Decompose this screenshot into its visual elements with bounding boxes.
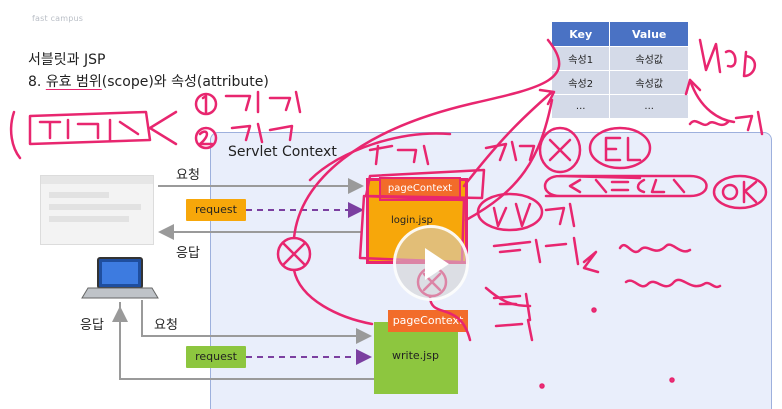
play-icon xyxy=(425,248,449,280)
ink-chevron xyxy=(582,250,600,274)
kv-cell: ... xyxy=(550,94,611,119)
jsp-file-name: write.jsp xyxy=(392,349,439,362)
ink-scribble xyxy=(484,140,536,162)
servlet-context-label: Servlet Context xyxy=(228,144,337,160)
ink-circle-jv xyxy=(476,192,544,232)
kv-cell: 속성2 xyxy=(550,70,611,95)
ink-scribble xyxy=(224,90,302,114)
ink-box-pagecontext xyxy=(364,168,486,200)
key-value-table: Key Value 속성1 속성값 속성2 속성값 ... ... xyxy=(550,21,689,119)
ink-curve xyxy=(292,38,561,240)
ink-curve xyxy=(464,98,554,222)
slide-title: 서블릿과 JSP xyxy=(28,52,106,68)
bottom-request-label: 요청 xyxy=(154,318,178,333)
ink-jv xyxy=(492,202,532,228)
ink-dot xyxy=(669,377,675,383)
page-context-tag: pageContext xyxy=(388,310,468,332)
ink-cross xyxy=(282,242,306,266)
laptop-icon xyxy=(81,257,159,299)
kv-cell: 속성값 xyxy=(609,70,689,95)
ink-box-scribble xyxy=(28,110,152,146)
brand-logo: fast campus xyxy=(32,14,84,23)
jsp-file-name: login.jsp xyxy=(391,215,433,226)
ink-scribble xyxy=(544,202,576,228)
ink-digit-2 xyxy=(198,130,214,146)
ink-digit-1 xyxy=(201,94,208,114)
ink-curve xyxy=(428,294,472,342)
servlet-context-box xyxy=(210,132,772,409)
ink-expression-box xyxy=(543,174,708,198)
top-response-label: 응답 xyxy=(176,246,200,261)
subtitle-underlined: 유효 범위 xyxy=(45,74,102,90)
video-play-button[interactable] xyxy=(393,225,469,301)
ink-curve xyxy=(688,78,736,124)
ink-circle-1 xyxy=(194,92,218,116)
ink-word-request xyxy=(618,243,692,254)
bottom-response-label: 응답 xyxy=(80,318,104,333)
ink-circle-el xyxy=(588,126,652,170)
ink-scribble xyxy=(368,144,430,166)
ink-circle-x xyxy=(538,126,582,174)
ink-circle-ok xyxy=(712,174,768,210)
ink-expression xyxy=(568,178,686,194)
bottom-request-tag: request xyxy=(186,346,246,368)
ink-arrowhead xyxy=(538,88,556,106)
ink-scribble xyxy=(492,292,534,342)
ink-word-map xyxy=(698,38,756,78)
kv-cell: ... xyxy=(609,94,689,119)
ink-word-data xyxy=(688,110,764,136)
ink-curve xyxy=(308,132,452,182)
ink-bracket xyxy=(9,110,22,160)
table-row: ... ... xyxy=(550,94,689,119)
ink-curve xyxy=(292,268,374,326)
ink-dot xyxy=(591,307,597,313)
ink-ok-o xyxy=(721,183,739,201)
ink-circle-2 xyxy=(194,126,218,150)
top-request-label: 요청 xyxy=(176,168,200,183)
ink-scribble xyxy=(38,118,140,142)
top-request-tag: request xyxy=(186,199,246,221)
ink-el xyxy=(604,136,642,162)
ink-curve xyxy=(462,90,554,188)
ink-chevron xyxy=(148,110,178,146)
ink-cross xyxy=(548,138,572,162)
table-row: 속성2 속성값 xyxy=(550,70,689,95)
ink-scribble xyxy=(230,122,294,144)
subtitle-number: 8. xyxy=(28,74,42,90)
ink-word-response xyxy=(624,278,722,289)
browser-window-icon xyxy=(40,175,154,245)
ink-dot xyxy=(539,383,545,389)
ink-ok-k xyxy=(742,180,758,204)
ink-arrowhead xyxy=(684,78,702,96)
slide-subtitle: 8. 유효 범위(scope)와 속성(attribute) xyxy=(28,71,269,91)
ink-scribble xyxy=(492,236,580,266)
ink-scribble xyxy=(484,286,532,308)
write-jsp-block: pageContext write.jsp xyxy=(374,310,468,394)
subtitle-rest: (scope)와 속성(attribute) xyxy=(101,74,269,90)
